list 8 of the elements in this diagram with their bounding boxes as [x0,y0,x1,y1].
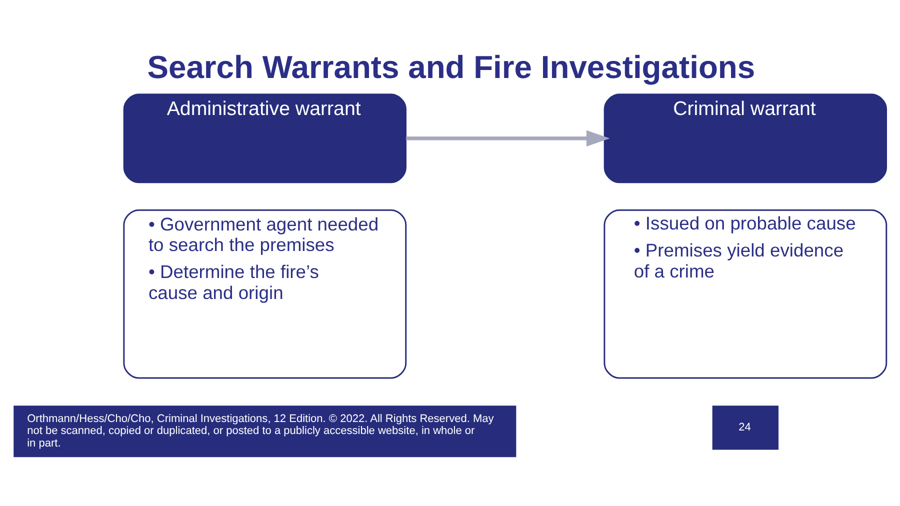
node-box: • Issued on probable cause • Premises yield evidence of a crime [604,209,888,379]
node-box: Administrative warrant [123,94,406,184]
node-box: Criminal warrant [604,94,887,184]
diagram-title: Search Warrants and Fire Investigations [147,49,756,86]
label: 24 [738,421,751,434]
arrow [406,130,610,147]
node-box: • Government agent needed to search the premises • Determine the fire’s cause and origin [123,209,407,379]
label: Orthmann/Hess/Cho/Cho, Criminal Investigations, 12 Edition. © 2022. All Rights Reserved. May not be scanned, copied or duplicated, or posted to a publicly accessible website, in whole or in part. [27,412,494,450]
